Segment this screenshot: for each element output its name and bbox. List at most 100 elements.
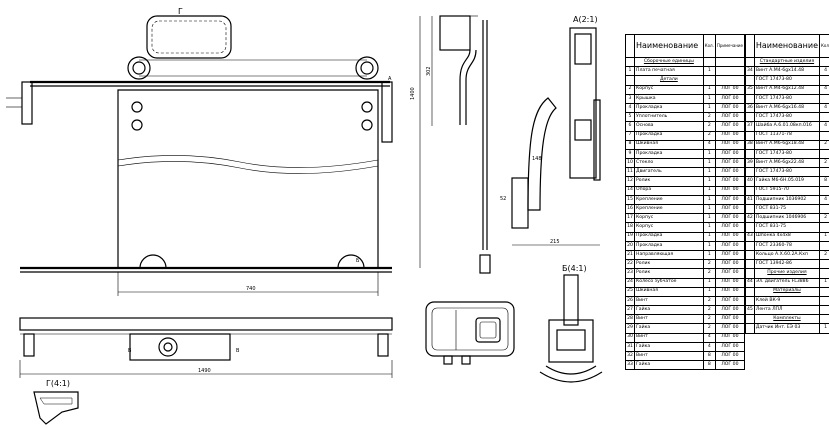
- table-cell-note: ЛОГ 00: [714, 231, 746, 242]
- table-cell-qty: 1: [819, 231, 829, 242]
- table-cell-qty: 1: [702, 66, 716, 77]
- plan-track: [19, 317, 393, 331]
- table-cell-qty: 4: [819, 121, 829, 132]
- table-cell-pos: 6: [625, 121, 635, 132]
- section-b-label: Б(4:1): [562, 264, 587, 273]
- table-cell-name: Шкивная: [634, 286, 704, 297]
- table-cell-name: Винт А.М4-6gх14.48: [753, 66, 821, 77]
- table-cell-qty: 1: [702, 222, 716, 233]
- table-cell-note: ЛОГ 00: [714, 93, 746, 104]
- table-cell-qty: 4: [819, 194, 829, 206]
- table-cell-qty: 1: [702, 240, 716, 251]
- table-cell-qty: 8: [702, 360, 716, 371]
- table-cell-pos: 21: [625, 249, 635, 261]
- table-cell-name: Винт А.М6-6gх18.48: [753, 139, 821, 150]
- table-cell-name: Прочие изделия: [753, 268, 821, 279]
- table-cell-pos: 39: [745, 158, 755, 169]
- table-cell-name: Сборочные единицы: [634, 56, 704, 68]
- table-row: ГОСТ 23360-78: [745, 240, 829, 251]
- table-cell-name: ГОСТ 5915-70: [753, 185, 821, 196]
- table-cell-qty: 8: [702, 350, 716, 362]
- table-cell-qty: 2: [702, 259, 716, 270]
- table-cell-name: ГОСТ 13942-86: [753, 259, 821, 270]
- table-cell-name: ГОСТ 17473-80: [753, 148, 821, 160]
- dim-small-a: 52: [500, 196, 506, 202]
- table-cell-note: ЛОГ 00: [714, 249, 746, 261]
- table-cell-pos: 37: [745, 121, 755, 132]
- table-cell-note: ЛОГ 00: [714, 194, 746, 206]
- view-g-label: Г(4:1): [46, 379, 70, 388]
- table-cell-pos: 8: [625, 139, 635, 150]
- table-cell-qty: [819, 240, 829, 251]
- table-cell-pos: 32: [625, 350, 635, 362]
- table-cell-name: Корпус: [634, 84, 704, 95]
- table-cell-qty: [819, 295, 829, 307]
- table-cell-qty: 2: [702, 112, 716, 123]
- table-cell-qty: [819, 56, 829, 68]
- table-cell-pos: 26: [625, 295, 635, 307]
- table-cell-qty: [819, 268, 829, 279]
- table-cell-qty: 2: [819, 249, 829, 261]
- table-cell-qty: 1: [702, 148, 716, 160]
- motor-front-detail: [425, 301, 515, 365]
- table-cell-pos: [745, 93, 755, 104]
- table-cell-qty: [819, 305, 829, 316]
- table-cell-note: ЛОГ 00: [714, 112, 746, 123]
- table-cell-qty: [819, 112, 829, 123]
- table-row: ГОСТ 17473-80: [745, 112, 829, 123]
- table-cell-note: [714, 75, 746, 86]
- table-cell-name: Колесо зубчатое: [634, 277, 704, 288]
- table-cell-note: ЛОГ 00: [714, 286, 746, 297]
- table-cell-name: Основа: [634, 121, 704, 132]
- table-cell-note: ЛОГ 00: [714, 84, 746, 95]
- table-cell-qty: 2: [702, 323, 716, 334]
- table-row: Материалы: [745, 286, 829, 297]
- table-cell-pos: 12: [625, 176, 635, 187]
- table-cell-name: Эл. двигатель FL3886: [753, 277, 821, 288]
- table-cell-name: Кольцо А.Х.60.2А.Кхп: [753, 249, 821, 261]
- table-row: ГОСТ 13942-86: [745, 259, 829, 270]
- table-cell-pos: 7: [625, 130, 635, 141]
- table-cell-qty: [819, 185, 829, 196]
- table-row: ГОСТ 5915-70: [745, 185, 829, 196]
- view-g-detail: Г(4:1): [33, 379, 79, 425]
- table-cell-pos: 23: [625, 268, 635, 279]
- table-cell-pos: [745, 185, 755, 196]
- marker-v-left: В: [128, 348, 132, 354]
- table-cell-pos: 20: [625, 240, 635, 251]
- spec-table-left: Наименование Кол. Примечание Сборочные е…: [625, 34, 746, 371]
- table-row: ГОСТ 17473-80: [745, 75, 829, 86]
- motor-housing: [146, 15, 232, 59]
- table-cell-qty: 2: [819, 213, 829, 224]
- dim-small-b: 148: [532, 156, 542, 162]
- table-cell-name: Уплотнитель: [634, 112, 704, 123]
- table-cell-qty: 1: [819, 323, 829, 334]
- marker-b-main: Б: [356, 258, 360, 264]
- table-cell-qty: [819, 75, 829, 86]
- table-cell-pos: [745, 167, 755, 178]
- table-cell-name: Винт: [634, 332, 704, 343]
- table-cell-name: Винт: [634, 295, 704, 307]
- table-cell-pos: [745, 286, 755, 297]
- table-cell-pos: 18: [625, 222, 635, 233]
- table-cell-name: Стандартные изделия: [753, 56, 821, 68]
- table-cell-name: Гайка М6-6Н.05.019: [753, 176, 821, 187]
- table-cell-name: Прокладка: [634, 240, 704, 251]
- table-cell-name: Винт: [634, 350, 704, 362]
- table-cell-qty: [819, 130, 829, 141]
- section-a: A(2:1) 215 52 148: [500, 15, 601, 246]
